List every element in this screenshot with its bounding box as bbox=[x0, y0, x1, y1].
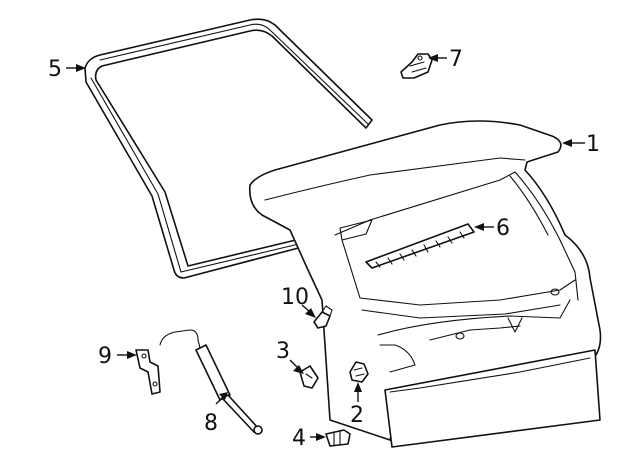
callout-1: 1 bbox=[562, 132, 600, 157]
callout-8: 8 bbox=[204, 392, 228, 436]
callout-7: 7 bbox=[428, 47, 463, 72]
striker-clip bbox=[299, 365, 319, 389]
svg-text:3: 3 bbox=[276, 339, 290, 364]
connector bbox=[325, 429, 351, 447]
callout-2: 2 bbox=[350, 382, 364, 428]
svg-text:8: 8 bbox=[204, 411, 218, 436]
callout-6: 6 bbox=[474, 216, 510, 241]
high-mount-stop-lamp bbox=[365, 223, 475, 269]
hinge-bracket bbox=[135, 349, 161, 395]
lift-strut bbox=[159, 329, 263, 435]
svg-text:6: 6 bbox=[496, 216, 510, 241]
callout-3: 3 bbox=[276, 339, 304, 374]
svg-text:1: 1 bbox=[586, 132, 600, 157]
svg-text:2: 2 bbox=[350, 403, 364, 428]
callout-5: 5 bbox=[48, 57, 86, 82]
svg-text:7: 7 bbox=[449, 47, 463, 72]
bumper-stop bbox=[313, 305, 333, 329]
svg-text:9: 9 bbox=[98, 344, 112, 369]
svg-text:4: 4 bbox=[292, 426, 306, 451]
liftgate-panel bbox=[248, 120, 602, 448]
latch-bracket bbox=[400, 53, 433, 79]
latch bbox=[349, 361, 369, 383]
svg-text:5: 5 bbox=[48, 57, 62, 82]
callout-9: 9 bbox=[98, 344, 137, 369]
callout-10: 10 bbox=[281, 285, 316, 318]
svg-text:10: 10 bbox=[281, 285, 309, 310]
callout-4: 4 bbox=[292, 426, 326, 451]
weatherstrip-seal bbox=[84, 18, 373, 279]
